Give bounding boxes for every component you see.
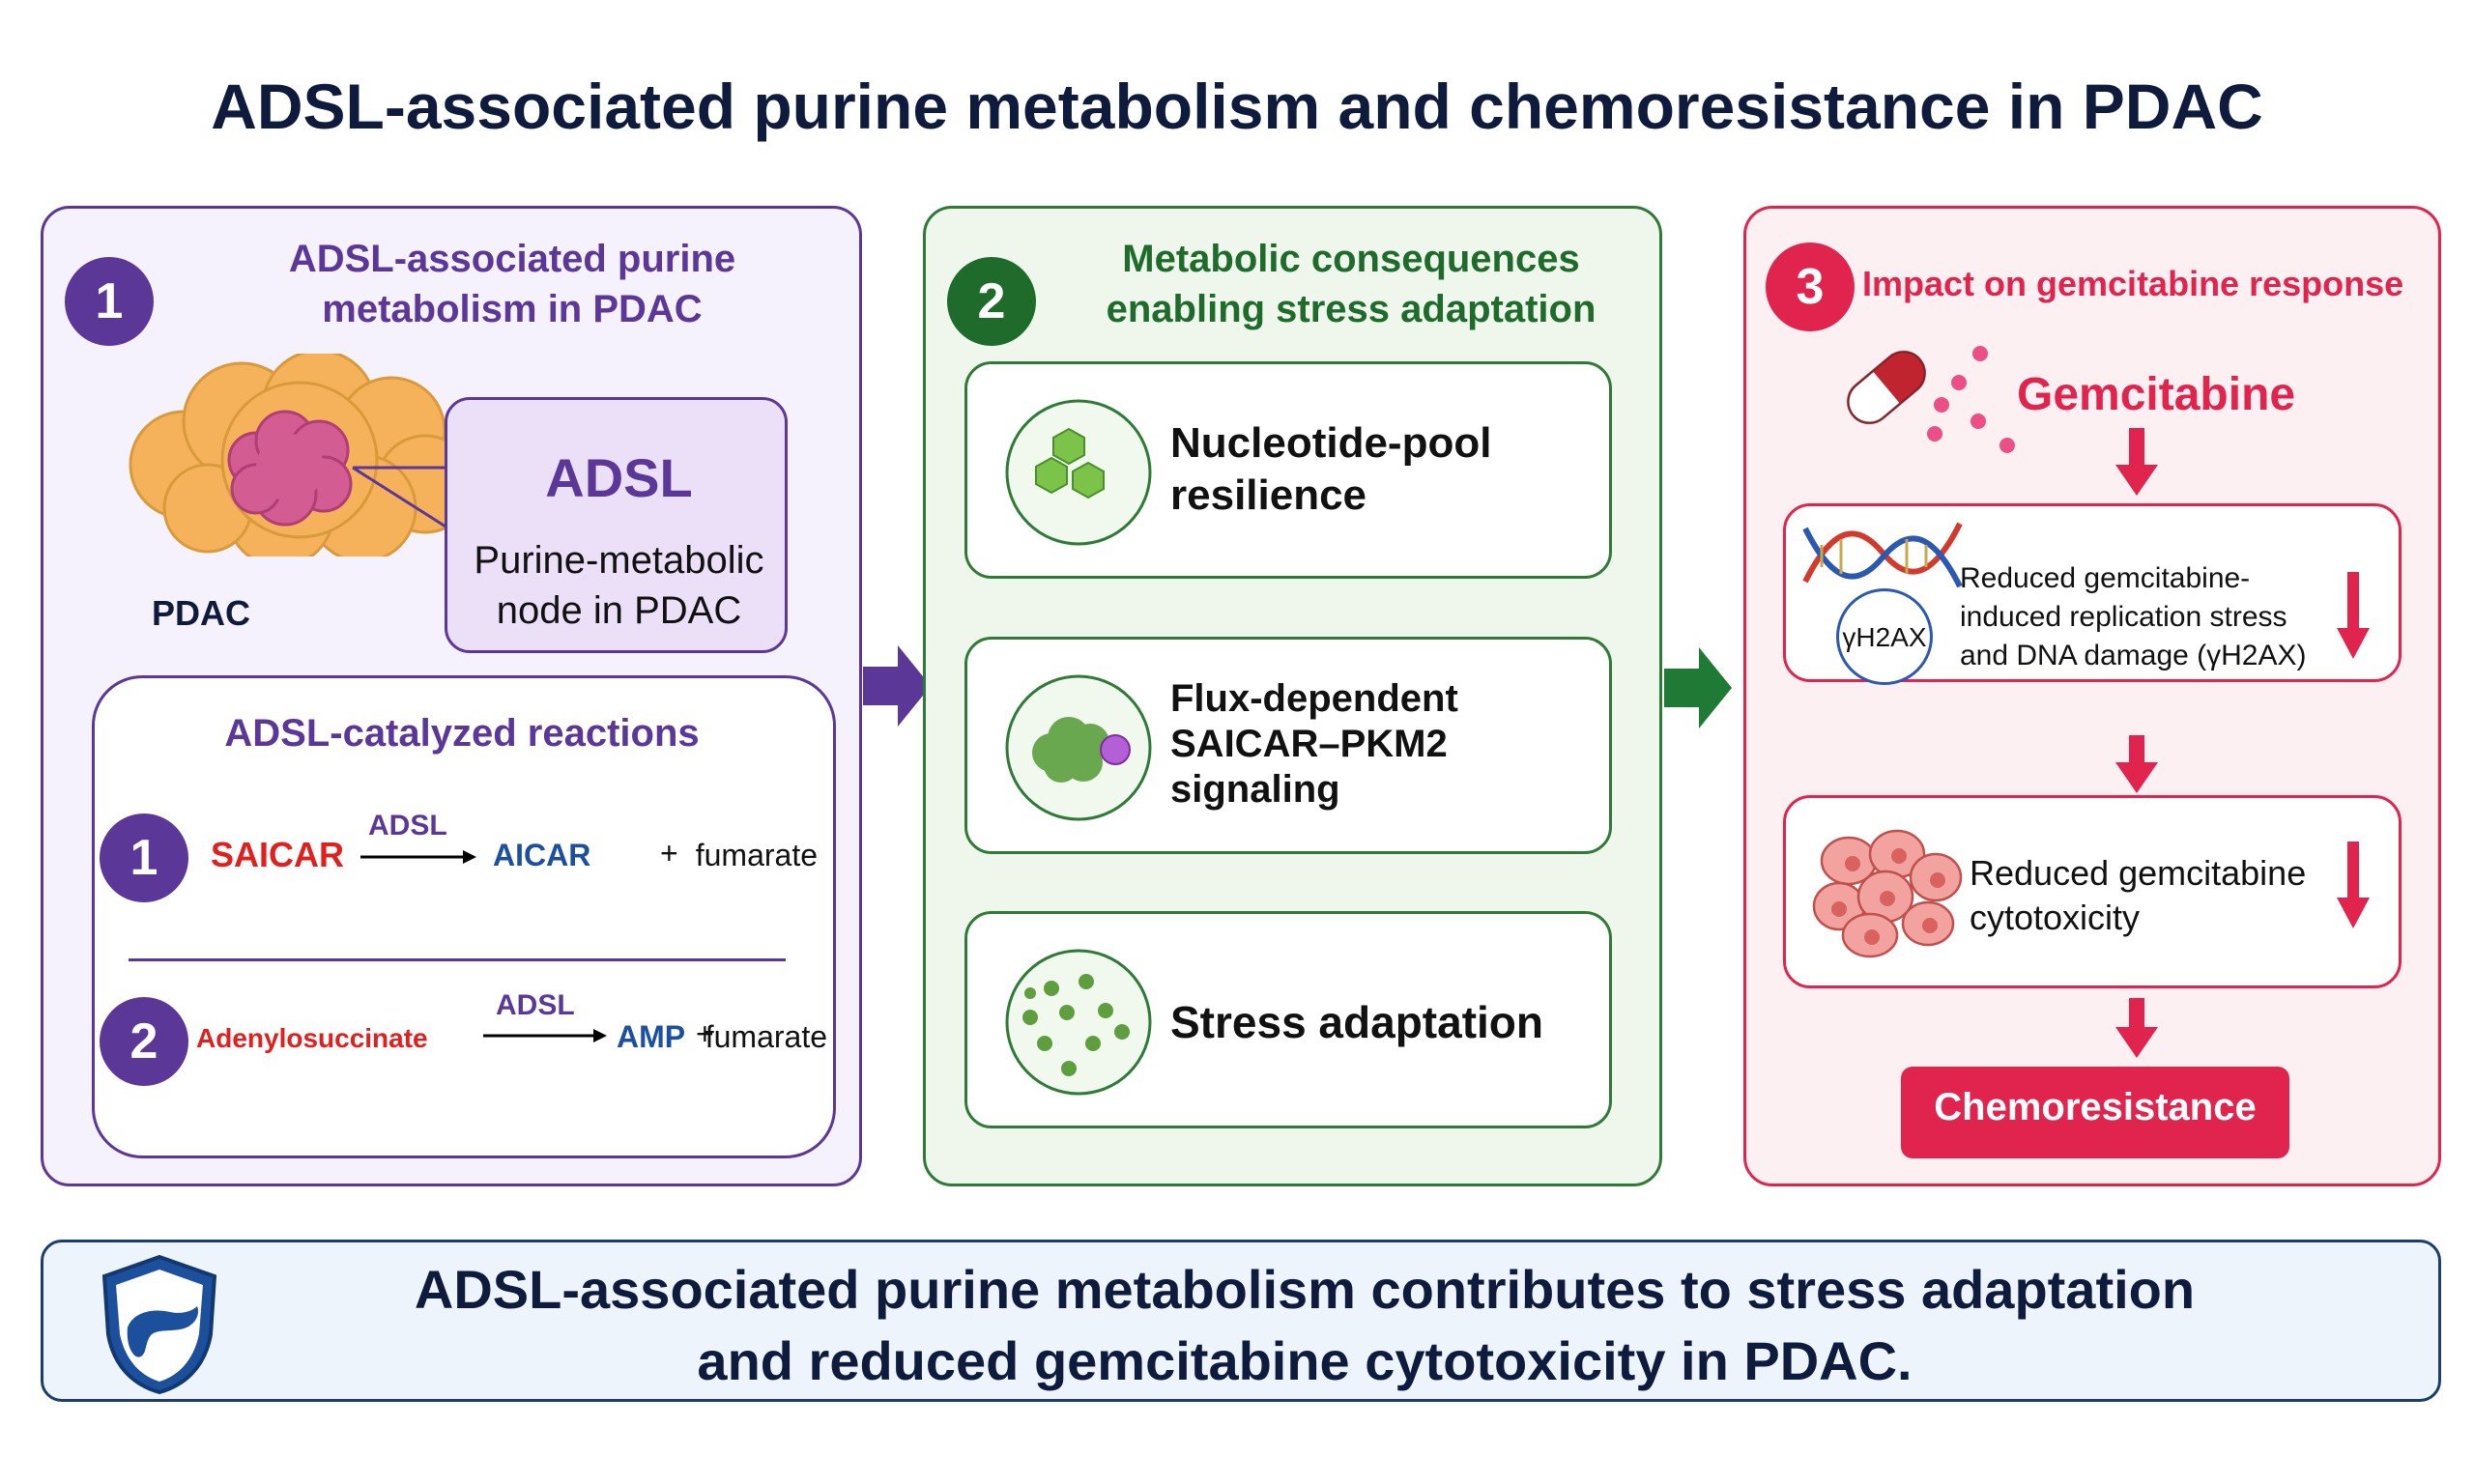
panel2-heading-line1: Metabolic consequences bbox=[1122, 238, 1580, 280]
down-arrow-2-icon bbox=[2115, 735, 2158, 793]
reaction2-enzyme: ADSL bbox=[496, 989, 575, 1021]
cytotoxicity-line2: cytotoxicity bbox=[1970, 898, 2141, 937]
drug-name: Gemcitabine bbox=[2017, 369, 2296, 420]
consequence-card-stress-adaptation: Stress adaptation bbox=[964, 911, 1612, 1128]
nucleotide-hexagons-icon bbox=[1005, 399, 1152, 546]
consequence1-line2: resilience bbox=[1170, 471, 1367, 519]
pdac-label: PDAC bbox=[152, 593, 251, 633]
summary-line1: ADSL-associated purine metabolism contri… bbox=[414, 1259, 2196, 1320]
gh2ax-badge: γH2AX bbox=[1836, 588, 1933, 685]
reaction1-plus: + bbox=[660, 836, 678, 870]
cytotoxicity-card: Reduced gemcitabine cytotoxicity bbox=[1783, 795, 2402, 988]
adsl-title: ADSL bbox=[545, 447, 693, 508]
reaction1-enzyme: ADSL bbox=[368, 810, 447, 842]
summary-banner: ADSL-associated purine metabolism contri… bbox=[41, 1240, 2441, 1402]
tumor-cells-icon bbox=[1812, 829, 1963, 958]
panel1-heading-line2: metabolism in PDAC bbox=[322, 288, 703, 330]
reaction-number-2: 2 bbox=[100, 997, 188, 1086]
reaction2-byproduct: fumarate bbox=[705, 1019, 827, 1054]
down-arrow-1-icon bbox=[2115, 428, 2158, 496]
reactions-box: ADSL-catalyzed reactions 1 SAICAR ADSL A… bbox=[92, 675, 836, 1158]
pkm2-complex-icon bbox=[1005, 674, 1152, 821]
reaction1-product: AICAR bbox=[493, 838, 591, 872]
replication-stress-line2: induced replication stress bbox=[1960, 601, 2287, 633]
panel-purine-metabolism: 1 ADSL-associated purine metabolism in P… bbox=[41, 206, 862, 1186]
panel1-heading-line1: ADSL-associated purine bbox=[288, 238, 736, 280]
summary-text: ADSL-associated purine metabolism contri… bbox=[227, 1254, 2382, 1397]
replication-stress-text: Reduced gemcitabine- induced replication… bbox=[1960, 559, 2307, 675]
reaction-number-1: 1 bbox=[100, 813, 188, 902]
panel1-heading: ADSL-associated purine metabolism in PDA… bbox=[198, 234, 826, 334]
replication-stress-line1: Reduced gemcitabine- bbox=[1960, 562, 2251, 594]
replication-stress-card: γH2AX Reduced gemcitabine- induced repli… bbox=[1783, 503, 2402, 685]
adsl-node-box: ADSL Purine-metabolic node in PDAC bbox=[445, 397, 788, 653]
reaction2-arrow-icon bbox=[483, 1029, 607, 1042]
consequence2-line3: signaling bbox=[1170, 768, 1340, 811]
panel3-heading: Impact on gemcitabine response bbox=[1862, 264, 2404, 303]
replication-stress-line3: and DNA damage (γH2AX) bbox=[1960, 640, 2307, 671]
flow-arrow-1-icon bbox=[863, 645, 931, 727]
reaction1-arrow-icon bbox=[360, 850, 476, 864]
reaction1-substrate: SAICAR bbox=[211, 835, 345, 874]
step-number-1: 1 bbox=[65, 257, 154, 346]
consequence-label-3: Stress adaptation bbox=[1170, 997, 1543, 1047]
adsl-desc-line1: Purine-metabolic bbox=[474, 539, 764, 582]
decrease-arrow-2-icon bbox=[2337, 842, 2370, 928]
decrease-arrow-1-icon bbox=[2337, 572, 2370, 659]
stress-dots-icon bbox=[1005, 949, 1152, 1096]
panel2-heading-line2: enabling stress adaptation bbox=[1106, 288, 1597, 330]
chemoresistance-label: Chemoresistance bbox=[1934, 1086, 2257, 1128]
step-number-2: 2 bbox=[947, 257, 1036, 346]
consequence-label-1: Nucleotide-pool resilience bbox=[1170, 417, 1491, 522]
down-arrow-3-icon bbox=[2115, 998, 2158, 1058]
page-title: ADSL-associated purine metabolism and ch… bbox=[211, 71, 2263, 142]
adsl-description: Purine-metabolic node in PDAC bbox=[447, 535, 791, 636]
consequence-card-nucleotide-pool: Nucleotide-pool resilience bbox=[964, 361, 1612, 579]
drug-capsule-icon bbox=[1846, 346, 2015, 453]
gh2ax-badge-label: γH2AX bbox=[1842, 622, 1927, 652]
panel-gemcitabine-response: 3 Impact on gemcitabine response Gemcita… bbox=[1743, 206, 2441, 1186]
reaction1-byproduct: fumarate bbox=[695, 838, 818, 872]
consequence-card-saicar-pkm2: Flux-dependent SAICAR–PKM2 signaling bbox=[964, 637, 1612, 854]
consequence1-line1: Nucleotide-pool bbox=[1170, 419, 1492, 467]
reaction2-plus: + bbox=[696, 1016, 714, 1051]
flow-arrow-2-icon bbox=[1664, 647, 1732, 728]
reactions-title: ADSL-catalyzed reactions bbox=[224, 712, 700, 755]
reaction2-product: AMP bbox=[617, 1019, 686, 1054]
chemoresistance-badge: Chemoresistance bbox=[1901, 1067, 2289, 1158]
panel2-heading: Metabolic consequences enabling stress a… bbox=[1051, 234, 1651, 334]
dna-helix-icon bbox=[1802, 522, 1963, 588]
consequence-label-2: Flux-dependent SAICAR–PKM2 signaling bbox=[1170, 676, 1458, 813]
panel-metabolic-consequences: 2 Metabolic consequences enabling stress… bbox=[923, 206, 1662, 1186]
step-number-3: 3 bbox=[1766, 243, 1855, 331]
cytotoxicity-line1: Reduced gemcitabine bbox=[1970, 853, 2307, 893]
consequence2-line1: Flux-dependent bbox=[1170, 677, 1458, 720]
reaction2-substrate: Adenylosuccinate bbox=[196, 1023, 428, 1053]
cytotoxicity-text: Reduced gemcitabine cytotoxicity bbox=[1970, 851, 2306, 940]
reaction-divider bbox=[129, 958, 786, 961]
summary-line2: and reduced gemcitabine cytotoxicity in … bbox=[697, 1330, 1913, 1391]
pancreas-shield-icon bbox=[101, 1254, 217, 1395]
adsl-desc-line2: node in PDAC bbox=[496, 589, 742, 632]
consequence2-line2: SAICAR–PKM2 bbox=[1170, 723, 1448, 765]
